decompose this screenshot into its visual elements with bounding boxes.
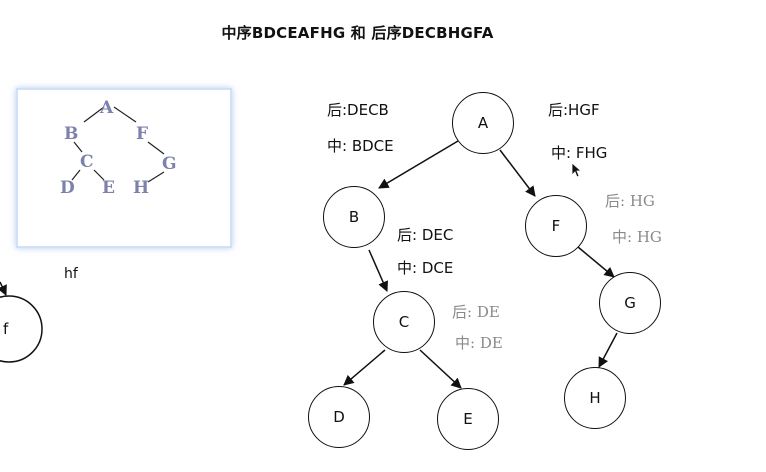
- partial-node-label: f: [3, 320, 9, 338]
- annotation-a-left-post: 后:DECB: [327, 101, 389, 119]
- tree-node-g-label: G: [624, 294, 636, 312]
- tree-node-f: F: [525, 195, 587, 257]
- annotation-b-in: 中: DCE: [397, 259, 454, 277]
- thumb-edge-b-c: [73, 141, 83, 153]
- thumb-node-d: D: [60, 178, 75, 198]
- thumb-node-f: F: [136, 124, 149, 144]
- reference-tree-thumbnail: A B F C G D E H: [16, 88, 232, 248]
- tree-node-c-label: C: [398, 313, 410, 331]
- thumb-node-b: B: [64, 124, 79, 144]
- thumb-node-g: G: [162, 154, 177, 174]
- annotation-a-left-in: 中: BDCE: [327, 137, 394, 155]
- tree-node-e-label: E: [463, 410, 473, 428]
- tree-node-d-label: D: [333, 408, 345, 426]
- tree-node-b-label: B: [348, 208, 360, 226]
- tree-node-a: A: [452, 92, 514, 154]
- thumb-edge-a-b: [83, 106, 105, 123]
- annotation-b-post: 后: DEC: [397, 226, 454, 244]
- thumb-node-c: C: [80, 152, 94, 172]
- edge-c-e: [419, 349, 462, 389]
- edge-b-c: [368, 249, 389, 292]
- tree-node-c: C: [373, 291, 435, 353]
- annotation-f-post: 后: HG: [605, 192, 655, 210]
- thumbnail-edges: [71, 106, 165, 183]
- page-title: 中序BDCEAFHG 和 后序DECBHGFA: [221, 24, 494, 42]
- edge-c-d: [343, 349, 386, 386]
- annotation-c-post: 后: DE: [452, 303, 500, 321]
- tree-node-a-label: A: [477, 114, 489, 132]
- annotation-a-right-in: 中: FHG: [551, 144, 608, 162]
- edge-a-f: [499, 149, 536, 197]
- tree-node-d: D: [308, 386, 370, 448]
- thumb-node-e: E: [102, 178, 115, 198]
- tree-node-e: E: [437, 388, 499, 450]
- tree-node-h: H: [564, 367, 626, 429]
- thumb-edge-c-d: [71, 169, 81, 181]
- thumb-node-h: H: [133, 178, 150, 198]
- thumb-edge-a-f: [113, 106, 137, 123]
- partial-edge: [0, 281, 7, 296]
- tree-node-f-label: F: [551, 217, 561, 235]
- tree-node-h-label: H: [589, 389, 601, 407]
- partial-node-circle: [0, 295, 43, 363]
- tree-node-g: G: [599, 272, 661, 334]
- side-label: hf: [64, 266, 78, 282]
- annotation-f-in: 中: HG: [612, 228, 662, 246]
- thumb-edge-g-h: [147, 171, 165, 183]
- thumb-node-a: A: [100, 98, 114, 118]
- mouse-cursor-icon: [571, 162, 583, 178]
- edge-f-g: [577, 246, 615, 278]
- edge-g-h: [598, 332, 618, 368]
- thumb-edge-f-g: [147, 141, 165, 155]
- edge-a-b: [378, 140, 459, 189]
- tree-node-b: B: [323, 186, 385, 248]
- annotation-c-in: 中: DE: [455, 334, 503, 352]
- thumb-edge-c-e: [93, 169, 105, 181]
- annotation-a-right-post: 后:HGF: [548, 101, 600, 119]
